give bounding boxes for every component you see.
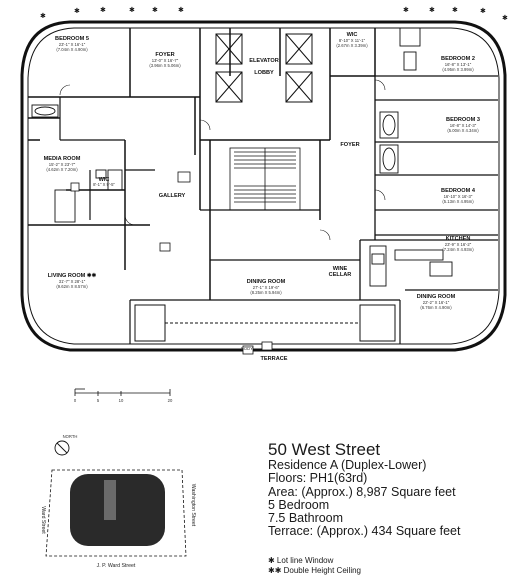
wic-left-label: WIC [99, 177, 110, 183]
dining-room-label: DINING ROOM [247, 279, 286, 285]
ward-street-label: Ward Street [40, 506, 46, 534]
building-footprint [70, 474, 165, 546]
svg-text:(3.96m X 5.06m): (3.96m X 5.06m) [149, 63, 181, 68]
gallery-label: GALLERY [159, 193, 186, 199]
svg-text:✱: ✱ [40, 12, 46, 20]
living-room-label: LIVING ROOM ✱✱ [48, 272, 97, 279]
svg-text:(7.24m X 4.93m): (7.24m X 4.93m) [442, 247, 474, 252]
svg-text:(6.76m X 4.90m): (6.76m X 4.90m) [420, 305, 452, 310]
north-arrow-icon [54, 440, 70, 456]
foyer-top-label: FOYER [155, 52, 174, 58]
foyer-mid-label: FOYER [340, 142, 359, 148]
svg-text:8'-1" X 9'-5": 8'-1" X 9'-5" [93, 182, 115, 187]
washington-street-label: Washington Street [190, 484, 196, 527]
building-title: 50 West Street [268, 440, 381, 459]
svg-text:(9.62m X 8.57m): (9.62m X 8.57m) [56, 284, 88, 289]
jp-ward-street-label: J. P. Ward Street [97, 563, 136, 569]
residence-info: 50 West Street Residence A (Duplex-Lower… [268, 440, 518, 539]
bathrooms: 7.5 Bathroom [268, 511, 344, 526]
svg-text:(5.00m X 4.34m): (5.00m X 4.34m) [447, 128, 479, 133]
media-room-label: MEDIA ROOM [44, 156, 81, 162]
svg-text:(4.62m X 7.20m): (4.62m X 7.20m) [46, 167, 78, 172]
terrace-area: Terrace: (Approx.) 434 Square feet [268, 524, 461, 539]
svg-text:(5.13m X 4.95m): (5.13m X 4.95m) [442, 199, 474, 204]
body-label: BODY [241, 346, 253, 351]
bedroom4-label: BEDROOM 4 [441, 188, 476, 194]
room-labels: BEDROOM 5 23'-1" X 16'-1" (7.04m X 4.90m… [44, 32, 480, 362]
svg-text:23'-1" X 16'-1": 23'-1" X 16'-1" [59, 42, 86, 47]
bedroom2-label: BEDROOM 2 [441, 56, 475, 62]
closets [70, 171, 273, 355]
svg-text:16'-10" X 16'-3": 16'-10" X 16'-3" [444, 194, 473, 199]
svg-text:(4.95m X 3.99m): (4.95m X 3.99m) [442, 67, 474, 72]
svg-text:✱: ✱ [429, 6, 435, 14]
svg-text:8'-10" X 11'-1": 8'-10" X 11'-1" [339, 38, 366, 43]
bedrooms: 5 Bedroom [268, 497, 330, 512]
svg-text:CELLAR: CELLAR [329, 272, 352, 278]
svg-text:22'-2" X 16'-1": 22'-2" X 16'-1" [423, 300, 450, 305]
terrace-label: TERRACE [260, 356, 287, 362]
bedroom5-label: BEDROOM 5 [55, 36, 89, 42]
elevator-lobby-label: ELEVATOR [249, 58, 279, 64]
bathroom-fixtures [31, 27, 453, 287]
svg-text:✱: ✱ [152, 6, 158, 14]
floors: Floors: PH1(63rd) [268, 471, 368, 486]
bedroom3-label: BEDROOM 3 [446, 117, 480, 123]
wic-top-label: WIC [347, 32, 358, 38]
svg-text:✱: ✱ [100, 6, 106, 14]
locator-map: NORTH Ward Street Washington Street J. P… [40, 434, 196, 569]
svg-text:13'-0" X 16'-7": 13'-0" X 16'-7" [152, 58, 179, 63]
svg-text:23'-9" X 16'-2": 23'-9" X 16'-2" [445, 242, 472, 247]
svg-text:(8.25m X 5.94m): (8.25m X 5.94m) [250, 290, 282, 295]
svg-text:✱: ✱ [178, 6, 184, 14]
svg-text:(7.04m X 4.90m): (7.04m X 4.90m) [56, 47, 88, 52]
svg-text:✱: ✱ [129, 6, 135, 14]
svg-text:✱: ✱ [74, 7, 80, 15]
svg-text:0: 0 [74, 398, 77, 403]
lot-line-window-markers: ✱ ✱ ✱ ✱ ✱ ✱ ✱ ✱ ✱ ✱ ✱ [40, 6, 508, 22]
svg-text:NORTH: NORTH [63, 434, 78, 439]
wine-cellar-label: WINE [333, 266, 348, 272]
svg-text:20: 20 [168, 398, 173, 403]
building-outline [20, 20, 507, 352]
svg-text:16'-8" X 13'-1": 16'-8" X 13'-1" [445, 62, 472, 67]
svg-text:✱: ✱ [452, 6, 458, 14]
terrace-planters [134, 304, 396, 342]
svg-text:✱: ✱ [480, 7, 486, 15]
svg-text:27'-1" X 19'-6": 27'-1" X 19'-6" [253, 285, 280, 290]
svg-text:LOBBY: LOBBY [254, 70, 274, 76]
svg-text:(2.67m X 3.39m): (2.67m X 3.39m) [336, 43, 368, 48]
svg-text:31'-7" X 28'-1": 31'-7" X 28'-1" [59, 279, 86, 284]
svg-text:5: 5 [97, 398, 100, 403]
interior-walls [28, 28, 498, 344]
svg-text:✱: ✱ [502, 14, 508, 22]
elevator-cabs [215, 33, 313, 103]
scale-ticks: 0 5 10 20 [74, 398, 173, 403]
svg-text:16'-8" X 14'-3": 16'-8" X 14'-3" [450, 123, 477, 128]
dining-room-2-label: DINING ROOM [417, 294, 456, 300]
svg-text:10: 10 [119, 398, 124, 403]
staircase [229, 147, 301, 211]
legend-lot-line: ✱ Lot line Window [268, 556, 334, 565]
kitchen-label: KITCHEN [446, 236, 471, 242]
legend-double-height: ✱✱ Double Height Ceiling [268, 566, 362, 575]
scale-bar [74, 388, 171, 396]
door-swings [59, 79, 386, 241]
svg-text:15'-2" X 23'-7": 15'-2" X 23'-7" [49, 162, 76, 167]
svg-text:✱: ✱ [403, 6, 409, 14]
residence-name: Residence A (Duplex-Lower) [268, 458, 427, 472]
legend: ✱ Lot line Window ✱✱ Double Height Ceili… [268, 556, 361, 576]
area: Area: (Approx.) 8,987 Square feet [268, 484, 456, 499]
